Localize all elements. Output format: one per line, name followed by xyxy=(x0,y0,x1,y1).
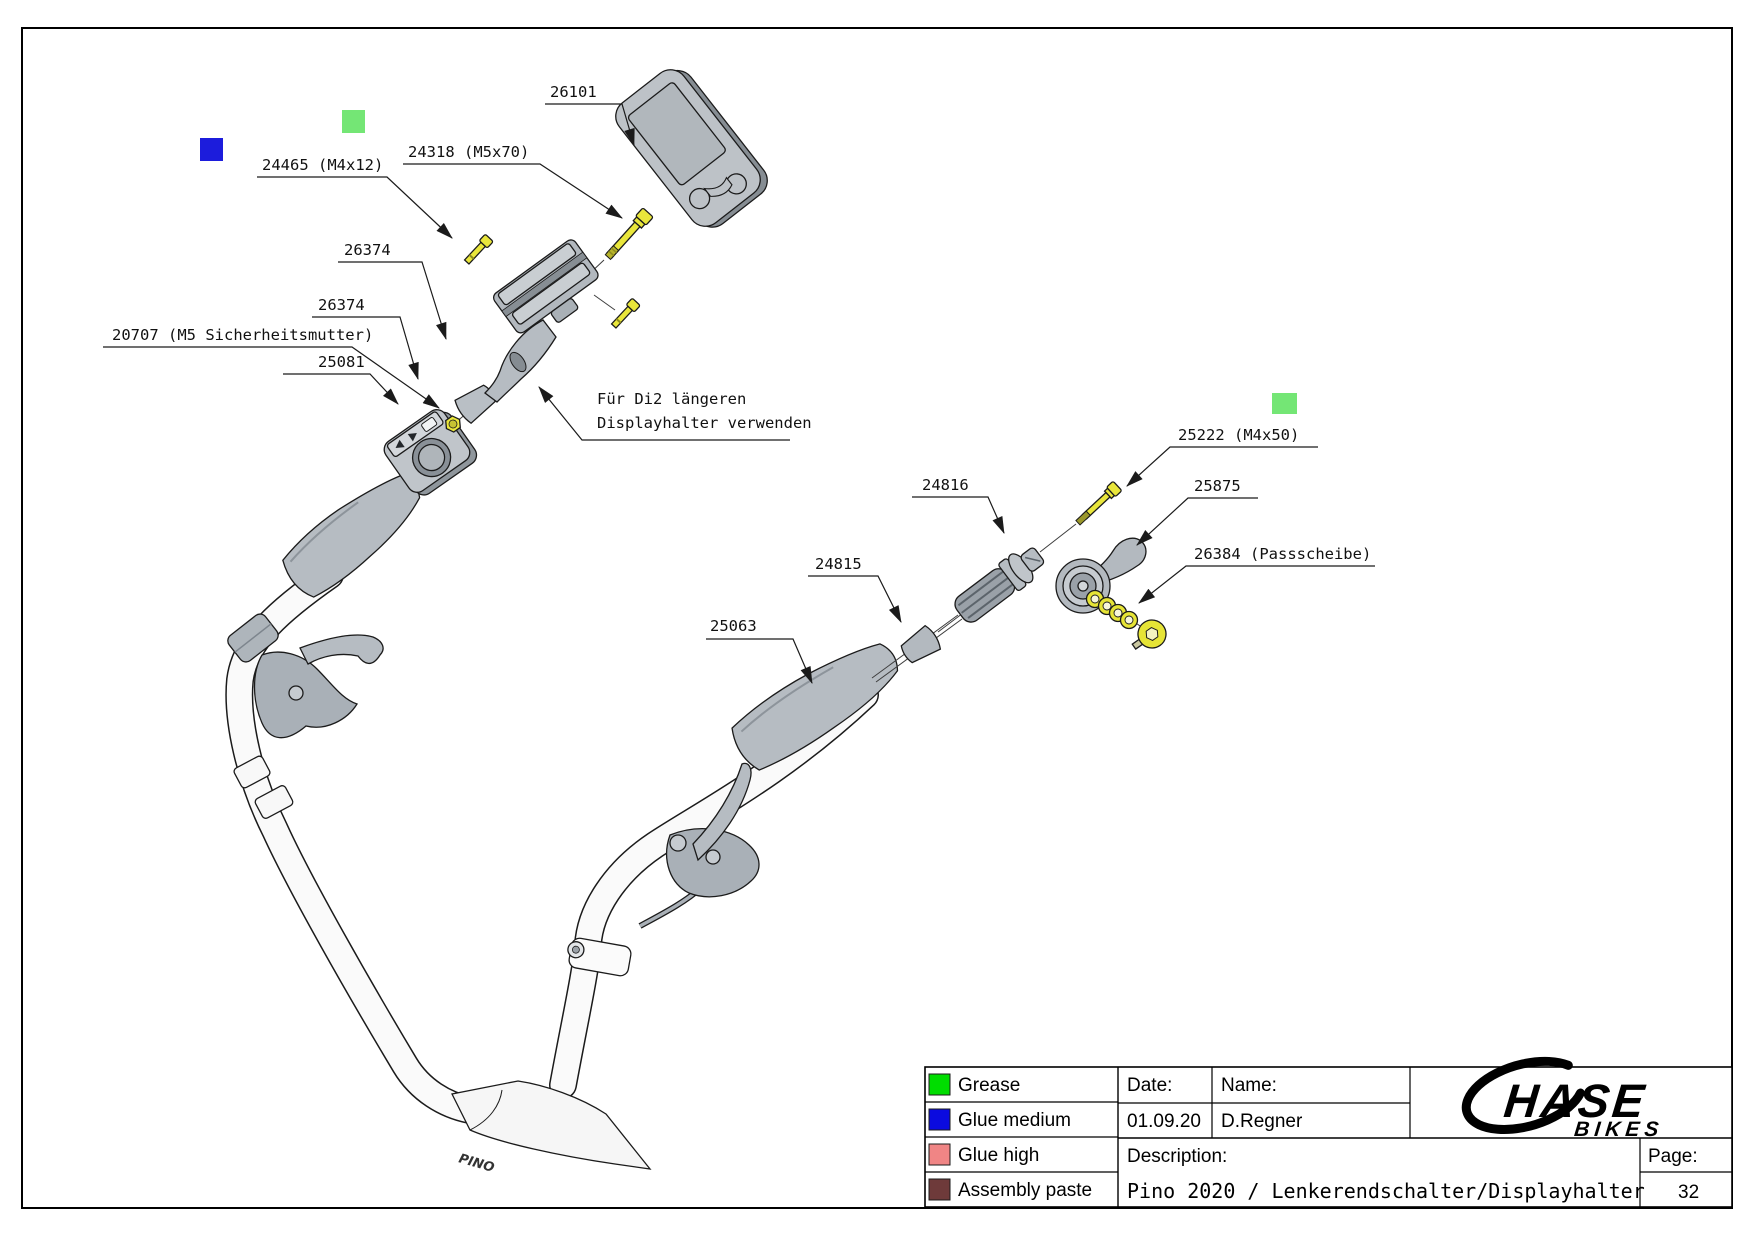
washers-26384 xyxy=(1085,589,1139,630)
page-border xyxy=(21,27,1733,1209)
label-26374-b: 26374 xyxy=(318,296,365,314)
screw-24465 xyxy=(463,234,494,265)
label-24465: 24465 (M4x12) xyxy=(262,156,383,174)
label-26374-a: 26374 xyxy=(344,241,391,259)
label-25081: 25081 xyxy=(318,353,365,371)
screw-lower xyxy=(610,298,641,329)
name-value: D.Regner xyxy=(1221,1111,1303,1132)
legend: Grease Glue medium Glue high Assembly pa… xyxy=(928,1073,1092,1201)
legend-assembly-paste-label: Assembly paste xyxy=(958,1180,1092,1201)
label-24816: 24816 xyxy=(922,476,969,494)
label-20707: 20707 (M5 Sicherheitsmutter) xyxy=(112,326,373,344)
stem-clamp xyxy=(567,937,632,977)
grease-swatch xyxy=(928,1073,951,1096)
assembly-paste-swatch xyxy=(928,1178,951,1201)
label-25063: 25063 xyxy=(710,617,757,635)
grip-25063 xyxy=(731,643,899,771)
description-label: Description: xyxy=(1127,1146,1227,1167)
display-26101 xyxy=(615,69,768,228)
grease-marker-right xyxy=(1272,393,1297,414)
legend-glue-medium-label: Glue medium xyxy=(958,1110,1071,1131)
cone-spacer xyxy=(454,384,496,425)
legend-grease-label: Grease xyxy=(958,1075,1020,1096)
date-value: 01.09.20 xyxy=(1127,1111,1201,1132)
holder-bracket-26374 xyxy=(492,239,599,334)
bolt-25222 xyxy=(1075,481,1122,526)
holder-arm-26374 xyxy=(484,319,557,403)
brand-name: HASE xyxy=(1502,1074,1650,1127)
frame-logo-text: PINO xyxy=(457,1151,496,1175)
bar-end-plug-24816 xyxy=(954,547,1045,623)
grease-marker-left xyxy=(342,110,365,133)
frame-joint xyxy=(451,1080,652,1170)
bolt-24318 xyxy=(604,207,654,261)
glue-medium-marker xyxy=(200,138,223,161)
hase-bikes-logo: HASE BIKES xyxy=(1461,1056,1665,1141)
part-labels: 26101 24318 (M5x70) 24465 (M4x12) 26374 … xyxy=(112,83,1371,635)
label-24318: 24318 (M5x70) xyxy=(408,143,529,161)
bar-end-cap xyxy=(1131,619,1167,650)
page-value: 32 xyxy=(1678,1182,1699,1203)
date-label: Date: xyxy=(1127,1075,1172,1096)
left-grip xyxy=(282,474,421,598)
nut-20707 xyxy=(445,415,461,433)
brand-sub: BIKES xyxy=(1573,1118,1665,1141)
handlebar-tubes: PINO xyxy=(225,561,879,1176)
page-label: Page: xyxy=(1648,1146,1698,1167)
display-remote-25081 xyxy=(383,409,478,496)
right-brake-lever xyxy=(638,762,760,929)
label-26101: 26101 xyxy=(550,83,597,101)
note-di2-line2: Displayhalter verwenden xyxy=(597,414,812,432)
label-24815: 24815 xyxy=(815,555,862,573)
label-25222: 25222 (M4x50) xyxy=(1178,426,1299,444)
leader-lines xyxy=(103,103,1375,684)
note-di2-line1: Für Di2 längeren xyxy=(597,390,746,408)
legend-glue-high-label: Glue high xyxy=(958,1145,1039,1166)
glue-medium-swatch xyxy=(928,1108,951,1131)
label-26384: 26384 (Passscheibe) xyxy=(1194,545,1371,563)
name-label: Name: xyxy=(1221,1075,1277,1096)
cable-cone-24815 xyxy=(900,624,942,664)
left-brake-lever xyxy=(227,613,384,739)
description-value: Pino 2020 / Lenkerendschalter/Displayhal… xyxy=(1127,1179,1645,1203)
label-25875: 25875 xyxy=(1194,477,1241,495)
title-block: Grease Glue medium Glue high Assembly pa… xyxy=(924,1056,1733,1208)
glue-high-swatch xyxy=(928,1143,951,1166)
